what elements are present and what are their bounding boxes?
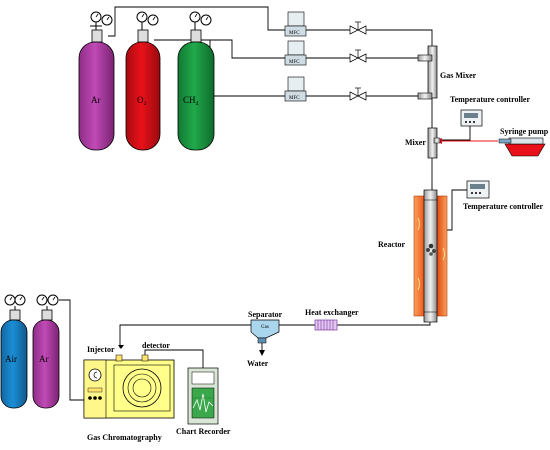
valve-icon [349,21,367,35]
mfc-1-label: MFC [289,31,300,36]
cylinder-label-o2: O₂ [137,95,147,105]
reactor [413,189,448,323]
heat-exchanger [314,319,338,331]
gas-mixer [417,45,438,100]
cylinder-label-ar: Ar [91,95,101,105]
gas-chromatography-label: Gas Chromatography [87,433,162,442]
temperature-controller-1-label: Temperature controller [450,95,531,104]
mfc-3 [284,76,307,102]
gas-chromatograph [83,345,175,419]
water-label: Water [247,359,269,368]
valve-icon [349,49,367,63]
cylinder-label-ar-bottom: Ar [39,354,49,364]
cylinder-ar-bottom [32,294,60,409]
reactor-label: Reactor [378,240,406,249]
cylinder-air-bottom [0,294,28,409]
separator-label: Separator [248,310,283,319]
separator-inner-label: Gas [261,325,269,330]
separator [250,319,280,344]
detector-label: detector [142,341,170,350]
temperature-controller-2-label: Temperature controller [463,202,544,211]
cylinder-ch4-top [177,11,215,151]
cylinder-label-ch4: CH₄ [183,95,199,105]
temperature-controller-1 [460,109,483,127]
gas-mixer-label: Gas Mixer [440,71,477,80]
valve-icon [349,87,367,101]
mfc-1 [284,11,307,37]
feed-arrow-icon [436,138,498,144]
chart-recorder-label: Chart Recorder [176,427,231,436]
mfc-2-label: MFC [289,60,300,65]
syringe-pump-label: Syringe pump [500,127,549,136]
mfc-3-label: MFC [289,96,300,101]
cylinder-o2-top [125,11,161,151]
syringe-pump [498,137,546,157]
injector-label: Injector [87,345,115,354]
chart-recorder [187,367,219,425]
water-arrow-icon [259,350,265,356]
carrier-gas-line [59,299,84,401]
mixer-label: Mixer [405,138,426,147]
cylinder-ar-top [78,11,115,151]
mixer [427,127,441,159]
mfc-2 [284,40,307,66]
heat-exchanger-label: Heat exchanger [305,308,359,317]
cylinder-label-air: Air [5,354,17,364]
temperature-controller-2 [466,180,490,199]
